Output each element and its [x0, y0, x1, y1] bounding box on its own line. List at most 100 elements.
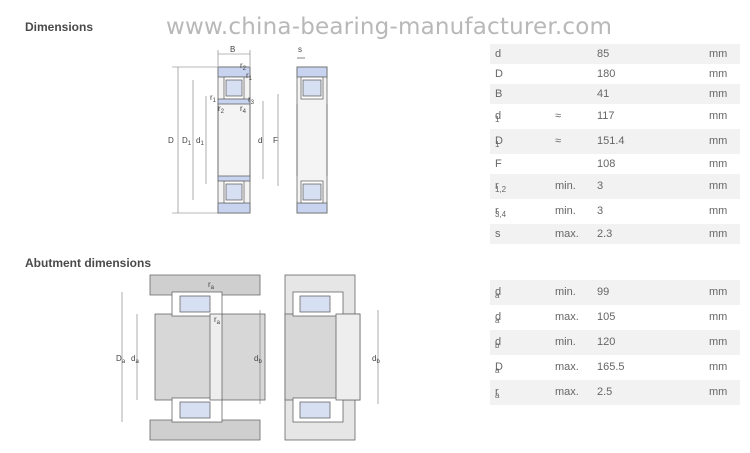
- abut-qualifier: max.: [555, 386, 579, 398]
- abut-value: 120: [597, 336, 616, 348]
- table-row: d 85 mm: [490, 44, 740, 64]
- svg-text:r3: r3: [248, 95, 255, 106]
- abut-unit: mm: [709, 361, 728, 373]
- label-ra-top: r: [208, 280, 211, 289]
- svg-text:db: db: [254, 354, 262, 365]
- dim-value: 151.4: [597, 135, 625, 147]
- svg-text:d1: d1: [196, 136, 204, 147]
- abut-qualifier: min.: [555, 286, 576, 298]
- label-ra-top-sub: a: [211, 285, 215, 291]
- label-r1-sub: 1: [249, 76, 253, 82]
- svg-text:da: da: [131, 354, 139, 365]
- label-d1: d: [196, 136, 200, 145]
- label-Da-sub: a: [122, 359, 126, 365]
- bearing-dimensions-drawing: B r2 r1 r1 r2 r3 r4 D D1 d1 d F s: [168, 45, 328, 214]
- abutment-right-assembly: [284, 274, 361, 441]
- label-r1: r: [246, 71, 249, 80]
- label-d: d: [258, 136, 262, 145]
- dim-unit: mm: [709, 48, 728, 60]
- svg-text:ra: ra: [214, 315, 221, 326]
- dim-qualifier: max.: [555, 228, 579, 240]
- dim-value: 3: [597, 180, 604, 192]
- dim-qualifier: min.: [555, 180, 576, 192]
- dim-value: 85: [597, 48, 610, 60]
- abut-unit: mm: [709, 311, 728, 323]
- dim-value: 117: [597, 110, 615, 122]
- svg-text:r2: r2: [218, 104, 225, 115]
- label-db-right-sub: b: [376, 359, 380, 365]
- bearing-cross-section: [217, 66, 251, 214]
- abut-unit: mm: [709, 336, 728, 348]
- label-r2-sub: 2: [243, 66, 247, 72]
- label-Da: D: [116, 354, 122, 363]
- dimensions-title: Dimensions: [25, 20, 94, 34]
- abutment-dimensions-drawing: Da da db db ra ra: [116, 274, 380, 441]
- table-row: D 180 mm: [490, 64, 740, 84]
- svg-text:ra: ra: [208, 280, 215, 291]
- bearing-side-view: [296, 57, 328, 214]
- abut-unit: mm: [709, 386, 728, 398]
- label-r3: r: [248, 95, 251, 104]
- dim-value: 2.3: [597, 228, 613, 240]
- svg-text:D1: D1: [182, 136, 192, 147]
- abut-qualifier: max.: [555, 361, 579, 373]
- svg-text:r2: r2: [240, 61, 247, 72]
- abut-value: 105: [597, 311, 616, 323]
- svg-text:r1: r1: [210, 93, 217, 104]
- abutment-dimensions-title: Abutment dimensions: [25, 256, 152, 270]
- label-D: D: [168, 136, 174, 145]
- label-s: s: [298, 45, 302, 54]
- dim-unit: mm: [709, 158, 728, 170]
- label-r1b: r: [210, 93, 213, 102]
- label-db-left-sub: b: [258, 359, 262, 365]
- label-da: d: [131, 354, 135, 363]
- label-r4: r: [240, 104, 243, 113]
- svg-text:Da: Da: [116, 354, 126, 365]
- label-r1b-sub: 1: [213, 98, 217, 104]
- table-row: s max. 2.3 mm: [490, 224, 740, 244]
- label-F: F: [273, 136, 278, 145]
- abut-value: 2.5: [597, 386, 613, 398]
- label-ra-bottom-sub: a: [217, 320, 221, 326]
- label-ra-bottom: r: [214, 315, 217, 324]
- label-r4-sub: 4: [243, 109, 247, 115]
- dim-unit: mm: [709, 68, 728, 80]
- abut-value: 99: [597, 286, 610, 298]
- dim-value: 3: [597, 205, 604, 217]
- dim-qualifier: ≈: [555, 135, 562, 147]
- abutment-left-assembly: [149, 274, 266, 441]
- dim-unit: mm: [709, 205, 728, 217]
- label-da-sub: a: [135, 359, 139, 365]
- label-r2b: r: [218, 104, 221, 113]
- label-d1-sub: 1: [200, 141, 204, 147]
- abut-qualifier: max.: [555, 311, 579, 323]
- dim-qualifier: min.: [555, 205, 576, 217]
- label-D1: D: [182, 136, 188, 145]
- dim-unit: mm: [709, 88, 728, 100]
- dim-unit: mm: [709, 228, 728, 240]
- label-B: B: [230, 45, 235, 54]
- label-r2: r: [240, 61, 243, 70]
- dim-unit: mm: [709, 110, 728, 122]
- abut-unit: mm: [709, 286, 728, 298]
- svg-text:db: db: [372, 354, 380, 365]
- abut-qualifier: min.: [555, 336, 576, 348]
- svg-text:r4: r4: [240, 104, 247, 115]
- dim-qualifier: ≈: [555, 110, 562, 122]
